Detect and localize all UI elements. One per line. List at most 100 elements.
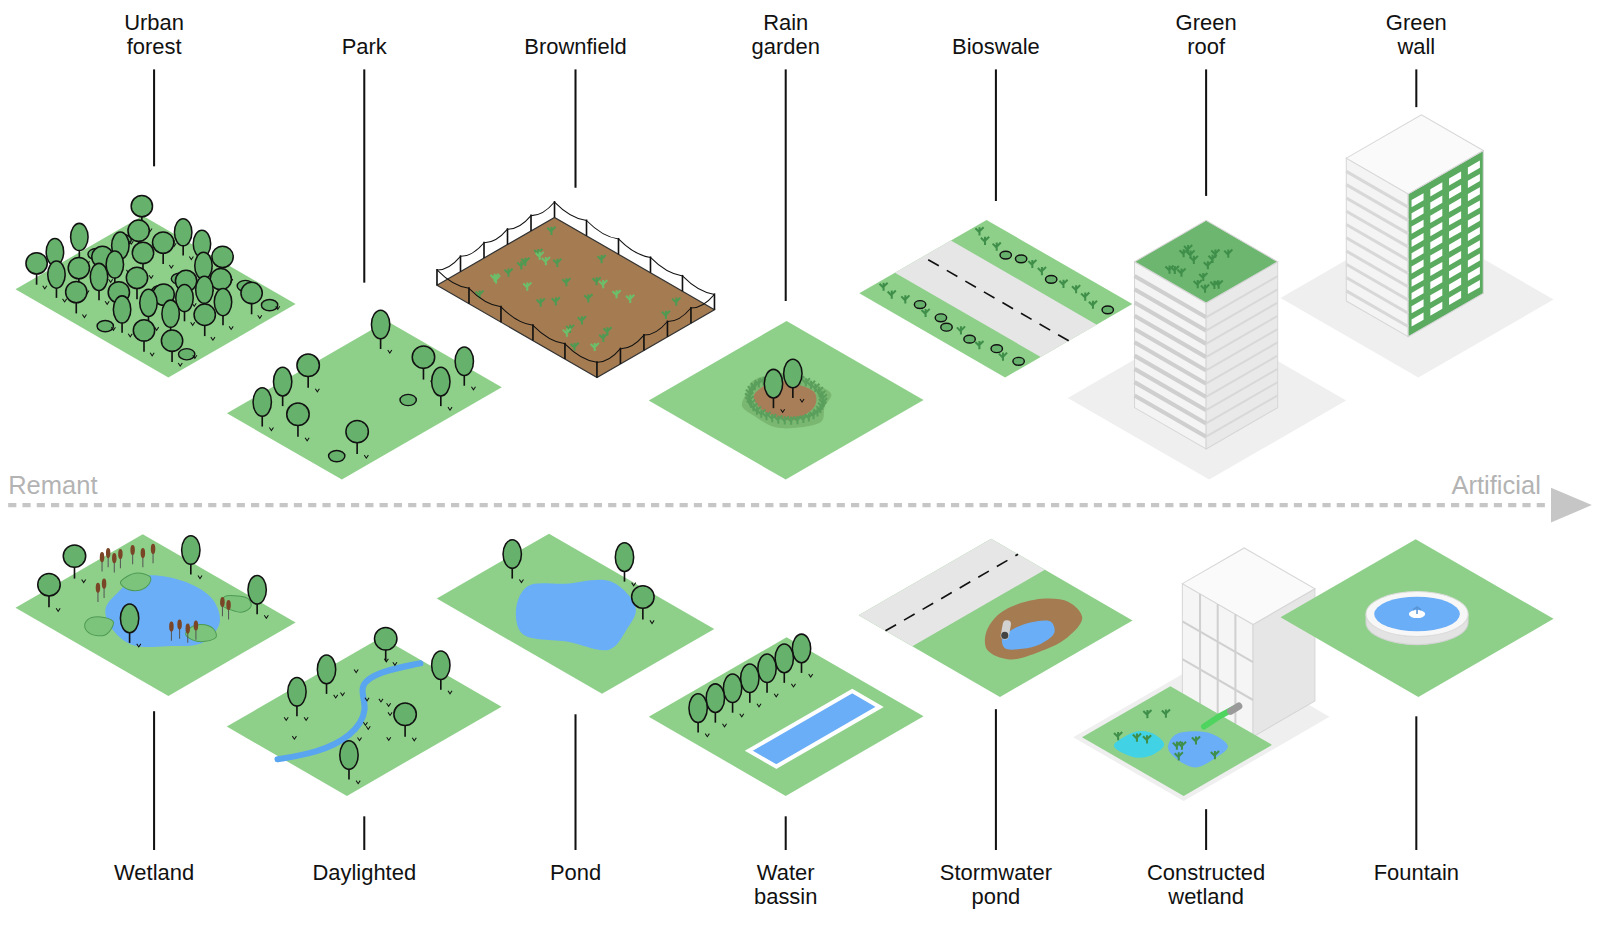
grass-mark [178, 363, 182, 366]
grass-mark [412, 738, 416, 741]
tree-crown [371, 310, 389, 339]
leader-line [153, 711, 155, 850]
plant [591, 343, 599, 351]
fence-rope [437, 270, 469, 288]
fence-post [554, 201, 556, 217]
leader-line [153, 69, 155, 166]
grass-mark [109, 279, 113, 282]
floor-band [1206, 289, 1278, 330]
fence-post [650, 256, 652, 272]
window [1468, 240, 1480, 254]
window [1412, 220, 1424, 234]
water [1114, 731, 1164, 758]
tree-crown [26, 253, 47, 274]
plant [1038, 267, 1046, 275]
fence-rope [644, 322, 668, 336]
bush [1102, 306, 1113, 314]
grass-mark [705, 734, 709, 737]
plant [504, 269, 512, 277]
grass-mark [393, 662, 397, 665]
grass-mark [82, 314, 86, 317]
tree-crown [120, 604, 138, 633]
category-label: Water bassin [735, 860, 837, 909]
tree-crown [723, 674, 741, 703]
window [1468, 161, 1480, 175]
fence-rope [667, 308, 691, 322]
leader-line [363, 69, 365, 282]
water [1168, 731, 1228, 767]
plant [523, 282, 531, 290]
leader-line [1415, 69, 1417, 107]
fence-rope [597, 349, 621, 363]
bush [964, 335, 975, 343]
grass-mark [169, 265, 173, 268]
grass-mark [387, 703, 391, 706]
tree-crown [412, 346, 434, 368]
plant [981, 237, 989, 245]
grass-mark [229, 326, 233, 329]
grass-mark [198, 576, 202, 579]
reed-patch [85, 617, 114, 636]
fence-rope [531, 202, 555, 216]
grass-mark [264, 615, 268, 618]
grass-mark [105, 301, 109, 304]
category-label: Bioswale [952, 35, 1040, 59]
window [1412, 246, 1424, 260]
fence-rope [437, 256, 461, 270]
tree-crown [90, 263, 107, 290]
tree-crown [174, 219, 191, 246]
grass-mark [150, 353, 154, 356]
fence-rope [618, 239, 650, 257]
grass-mark [448, 407, 452, 410]
plant [774, 415, 782, 423]
grass-mark [193, 355, 197, 358]
category-label: Brownfield [524, 35, 626, 59]
basin-rim [1366, 592, 1468, 637]
leader-line [1205, 69, 1207, 196]
grass-mark [63, 299, 67, 302]
window [1449, 278, 1461, 292]
pond-bank [985, 599, 1082, 660]
leader-line [574, 714, 576, 850]
bush [400, 394, 416, 405]
axis-arrowhead [1551, 488, 1592, 523]
window [1468, 253, 1480, 267]
grass-mark [800, 399, 804, 402]
tree-crown [764, 369, 782, 398]
plant [1143, 735, 1151, 743]
tree-crown [194, 304, 215, 325]
reed-patch [120, 573, 150, 590]
grass-mark [149, 275, 153, 278]
window [1468, 227, 1480, 241]
fence-rope [484, 229, 508, 243]
plant [552, 297, 560, 305]
plant [975, 227, 983, 235]
fence-post [618, 238, 620, 254]
tree-crown [273, 367, 291, 396]
grass-mark [284, 717, 288, 720]
grass-mark [315, 389, 319, 392]
window [1468, 200, 1480, 214]
tree-crown [317, 655, 335, 684]
plant [781, 416, 789, 424]
plant [537, 299, 545, 307]
fence-post [436, 269, 438, 285]
window [1468, 280, 1480, 294]
tree-crown [241, 282, 262, 303]
grass-mark [774, 694, 778, 697]
floor-band [1346, 171, 1408, 207]
tree-crown [253, 388, 271, 417]
window [1412, 286, 1424, 300]
window [1430, 222, 1442, 236]
tree-crown [71, 223, 88, 250]
tree-crown [346, 420, 368, 442]
grass-mark [365, 698, 369, 701]
water [1002, 620, 1055, 649]
floor-band [1206, 316, 1278, 357]
window [1468, 174, 1480, 188]
plant [1059, 280, 1067, 288]
window [1468, 267, 1480, 281]
grass-mark [364, 455, 368, 458]
